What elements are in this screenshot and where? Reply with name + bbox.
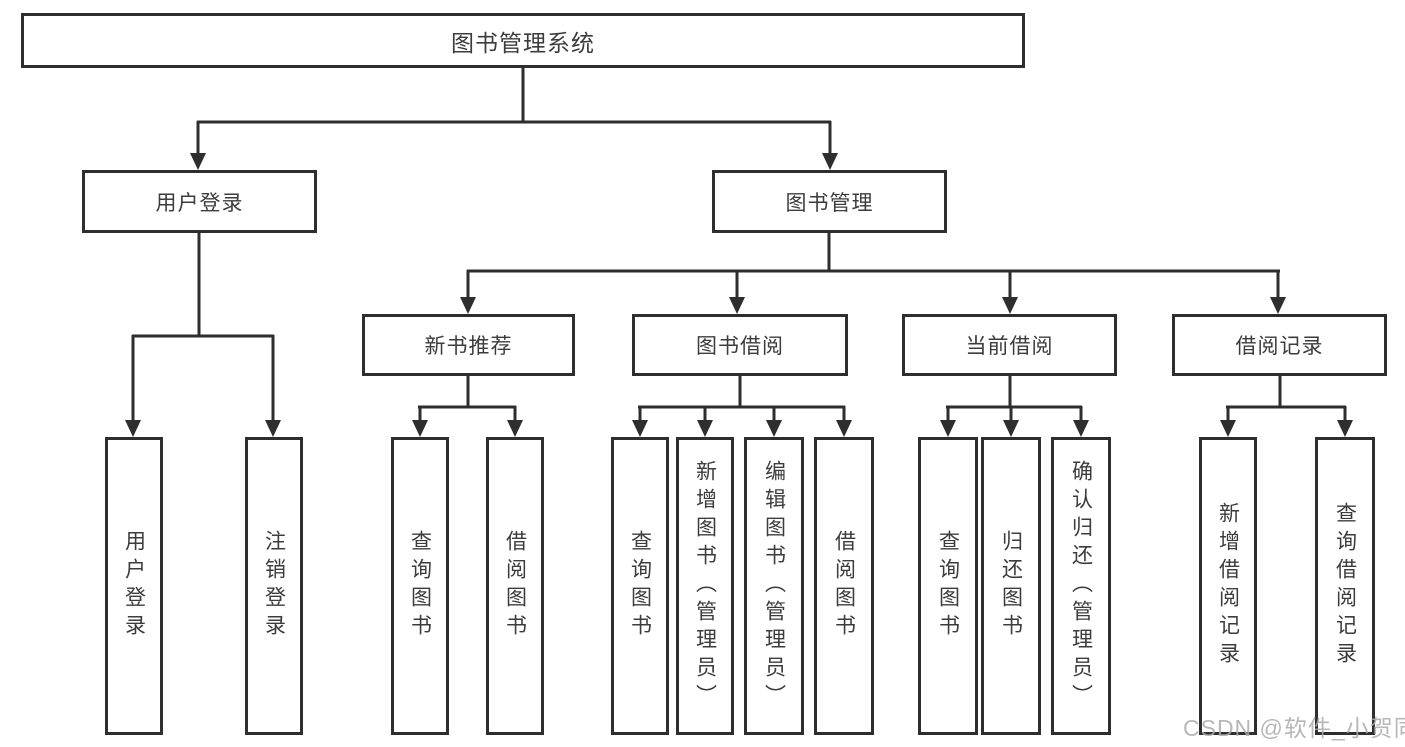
leaf-borrow-books-recommend: 借阅图书 [486,437,544,735]
leaf-add-books-admin: 新增图书（管理员） [676,437,734,735]
leaf-confirm-return-admin: 确认归还（管理员） [1051,437,1111,735]
node-label: 图书管理系统 [451,29,595,56]
leaf-label: 新增借阅记录 [1216,502,1240,670]
leaf-query-books-current: 查询图书 [918,437,978,735]
node-borrowing-records: 借阅记录 [1172,314,1387,376]
leaf-query-borrow-record: 查询借阅记录 [1315,437,1375,735]
node-label: 用户登录 [155,191,244,215]
leaf-label: 查询图书 [936,530,960,642]
node-library-management-system: 图书管理系统 [21,13,1025,68]
node-label: 图书管理 [785,191,874,215]
leaf-query-books-borrow: 查询图书 [611,437,669,735]
leaf-logout: 注销登录 [245,437,303,735]
leaf-query-books-recommend: 查询图书 [391,437,449,735]
leaf-label: 查询借阅记录 [1333,502,1357,670]
csdn-watermark: CSDN @软件_小贺同学 [1183,715,1405,741]
leaf-return-books: 归还图书 [981,437,1041,735]
node-label: 图书借阅 [696,335,784,358]
leaf-borrow-books-borrow: 借阅图书 [814,437,874,735]
leaf-label: 注销登录 [262,530,286,642]
node-current-borrowing: 当前借阅 [902,314,1117,376]
leaf-label: 编辑图书（管理员） [762,460,786,712]
node-new-book-recommend: 新书推荐 [362,314,575,376]
leaf-label: 新增图书（管理员） [693,460,717,712]
leaf-label: 借阅图书 [503,530,527,642]
node-label: 新书推荐 [424,335,513,358]
leaf-label: 归还图书 [999,530,1023,642]
node-user-login-branch: 用户登录 [82,170,317,233]
leaf-label: 借阅图书 [832,530,856,642]
node-book-management-branch: 图书管理 [712,170,947,233]
leaf-label: 确认归还（管理员） [1069,460,1093,712]
leaf-label: 用户登录 [122,530,146,642]
node-label: 借阅记录 [1235,335,1324,358]
leaf-edit-books-admin: 编辑图书（管理员） [744,437,804,735]
leaf-label: 查询图书 [408,530,432,642]
leaf-label: 查询图书 [628,530,652,642]
node-label: 当前借阅 [965,335,1054,358]
leaf-add-borrow-record: 新增借阅记录 [1199,437,1257,735]
node-book-borrowing: 图书借阅 [632,314,848,376]
leaf-user-login: 用户登录 [105,437,163,735]
